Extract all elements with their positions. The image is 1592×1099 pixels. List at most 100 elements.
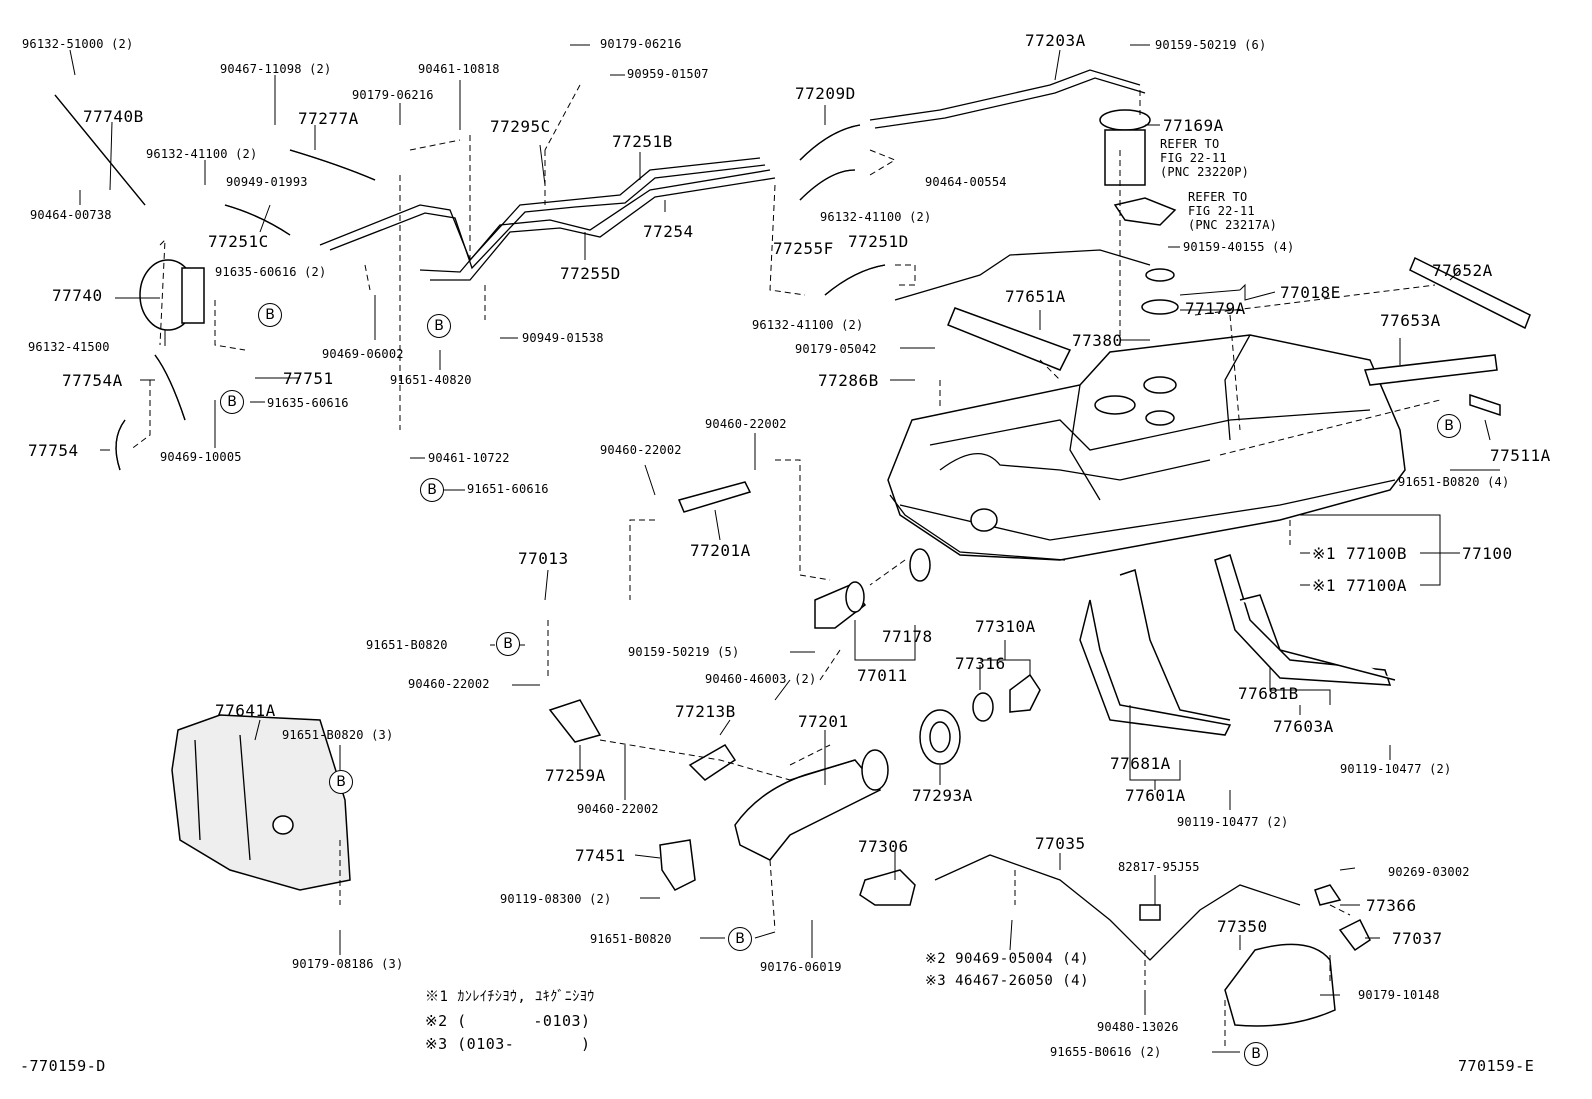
part-label-77011: 77011 xyxy=(857,666,908,685)
part-label-77035: 77035 xyxy=(1035,834,1086,853)
part-label-90461-10818: 90461-10818 xyxy=(418,62,500,76)
part-label-90460-46003: 90460-46003 (2) xyxy=(705,672,817,686)
part-label-90179-05042: 90179-05042 xyxy=(795,342,877,356)
part-label-91635-60616-a: 91635-60616 (2) xyxy=(215,265,327,279)
part-label-77209D: 77209D xyxy=(795,84,856,103)
part-label-77254: 77254 xyxy=(643,222,694,241)
part-label-91651-B0820-4: 91651-B0820 (4) xyxy=(1398,475,1510,489)
part-label-90159-50219-6: 90159-50219 (6) xyxy=(1155,38,1267,52)
note2-part-label: ※2 90469-05004 (4) xyxy=(925,951,1090,967)
part-label-96132-41100-b: 96132-41100 (2) xyxy=(820,210,932,224)
part-label-90179-10148: 90179-10148 xyxy=(1358,988,1440,1002)
circle-b-marker-4: B xyxy=(420,478,444,502)
circle-b-marker-2: B xyxy=(427,314,451,338)
part-label-77018E: 77018E xyxy=(1280,283,1341,302)
part-label-77201A: 77201A xyxy=(690,541,751,560)
part-label-77652A: 77652A xyxy=(1432,261,1493,280)
part-label-77754: 77754 xyxy=(28,441,79,460)
part-label-77259A: 77259A xyxy=(545,766,606,785)
circle-b-marker-6: B xyxy=(496,632,520,656)
part-label-77037: 77037 xyxy=(1392,929,1443,948)
note3-part-label: ※3 46467-26050 (4) xyxy=(925,973,1090,989)
part-label-90119-10477-a: 90119-10477 (2) xyxy=(1340,762,1452,776)
part-label-91651-B0820-a: 91651-B0820 xyxy=(366,638,448,652)
part-label-77100A: ※1 77100A xyxy=(1312,576,1407,595)
part-label-96132-41100-c: 96132-41100 (2) xyxy=(752,318,864,332)
part-label-90159-40155: 90159-40155 (4) xyxy=(1183,240,1295,254)
part-label-77754A: 77754A xyxy=(62,371,123,390)
part-label-77366: 77366 xyxy=(1366,896,1417,915)
part-label-77380: 77380 xyxy=(1072,331,1123,350)
part-label-91651-60616: 91651-60616 xyxy=(467,482,549,496)
refer-note-23217A: REFER TO FIG 22-11 (PNC 23217A) xyxy=(1188,190,1278,232)
canister-and-brackets xyxy=(139,109,1531,1027)
circle-b-marker-9: B xyxy=(1244,1042,1268,1066)
circle-b-marker-1: B xyxy=(258,303,282,327)
figure-code-left: -770159-D xyxy=(20,1057,106,1075)
fuel-lines xyxy=(319,69,1301,961)
circle-b-marker-7: B xyxy=(329,770,353,794)
part-label-77293A: 77293A xyxy=(912,786,973,805)
part-label-91651-40820: 91651-40820 xyxy=(390,373,472,387)
part-label-77100: 77100 xyxy=(1462,544,1513,563)
part-label-90179-08186: 90179-08186 (3) xyxy=(292,957,404,971)
figure-code-right: 770159-E xyxy=(1458,1057,1535,1075)
part-label-77203A: 77203A xyxy=(1025,31,1086,50)
part-label-77201: 77201 xyxy=(798,712,849,731)
part-label-96132-41500: 96132-41500 xyxy=(28,340,110,354)
fuel-filler-parts xyxy=(548,481,1041,861)
circle-b-marker-5: B xyxy=(1437,414,1461,438)
part-label-77751: 77751 xyxy=(283,369,334,388)
part-label-91651-B0820-b: 91651-B0820 xyxy=(590,932,672,946)
part-label-90179-06216-b: 90179-06216 xyxy=(600,37,682,51)
hoses xyxy=(54,94,886,471)
part-label-77740: 77740 xyxy=(52,286,103,305)
part-label-77295C: 77295C xyxy=(490,117,551,136)
part-label-77310A: 77310A xyxy=(975,617,1036,636)
part-label-77653A: 77653A xyxy=(1380,311,1441,330)
part-label-90460-22002-a: 90460-22002 xyxy=(600,443,682,457)
part-label-77350: 77350 xyxy=(1217,917,1268,936)
part-label-90464-00554: 90464-00554 xyxy=(925,175,1007,189)
part-label-91635-60616-b: 91635-60616 xyxy=(267,396,349,410)
part-label-77601A: 77601A xyxy=(1125,786,1186,805)
part-label-90469-06002: 90469-06002 xyxy=(322,347,404,361)
part-label-77213B: 77213B xyxy=(675,702,736,721)
part-label-90959-01507: 90959-01507 xyxy=(627,67,709,81)
part-label-77251B: 77251B xyxy=(612,132,673,151)
part-label-77740B: 77740B xyxy=(83,107,144,126)
part-label-77286B: 77286B xyxy=(818,371,879,390)
part-label-82817-95J55: 82817-95J55 xyxy=(1118,860,1200,874)
circle-b-marker-8: B xyxy=(728,927,752,951)
note-1: ※1 ｶﾝﾚｲﾁｼﾖｳ, ﾕｷｸﾞﾆｼﾖｳ xyxy=(425,989,595,1005)
part-label-77277A: 77277A xyxy=(298,109,359,128)
part-label-90179-06216-a: 90179-06216 xyxy=(352,88,434,102)
part-label-77178: 77178 xyxy=(882,627,933,646)
part-label-90159-50219-5: 90159-50219 (5) xyxy=(628,645,740,659)
leader-lines xyxy=(69,44,1500,1053)
part-label-90949-01538: 90949-01538 xyxy=(522,331,604,345)
part-label-96132-41100-a: 96132-41100 (2) xyxy=(146,147,258,161)
part-label-90460-22002-b: 90460-22002 xyxy=(705,417,787,431)
part-label-77013: 77013 xyxy=(518,549,569,568)
part-label-90460-22002-d: 90460-22002 xyxy=(577,802,659,816)
part-label-77316: 77316 xyxy=(955,654,1006,673)
part-label-77255F: 77255F xyxy=(773,239,834,258)
part-label-90119-08300: 90119-08300 (2) xyxy=(500,892,612,906)
part-label-77681B: 77681B xyxy=(1238,684,1299,703)
part-label-77651A: 77651A xyxy=(1005,287,1066,306)
part-label-77251D: 77251D xyxy=(848,232,909,251)
part-label-90119-10477-b: 90119-10477 (2) xyxy=(1177,815,1289,829)
note-2: ※2 ( -0103) xyxy=(425,1012,591,1030)
part-label-96132-51000: 96132-51000 (2) xyxy=(22,37,134,51)
part-label-90467-11098: 90467-11098 (2) xyxy=(220,62,332,76)
assembly-dashed-lines xyxy=(129,84,1441,1050)
part-label-77681A: 77681A xyxy=(1110,754,1171,773)
part-label-91655-B0616: 91655-B0616 (2) xyxy=(1050,1045,1162,1059)
fuel-tank xyxy=(887,334,1406,561)
part-label-90464-00738: 90464-00738 xyxy=(30,208,112,222)
refer-note-23220P: REFER TO FIG 22-11 (PNC 23220P) xyxy=(1160,137,1250,179)
part-label-90461-10722: 90461-10722 xyxy=(428,451,510,465)
circle-b-marker-3: B xyxy=(220,390,244,414)
